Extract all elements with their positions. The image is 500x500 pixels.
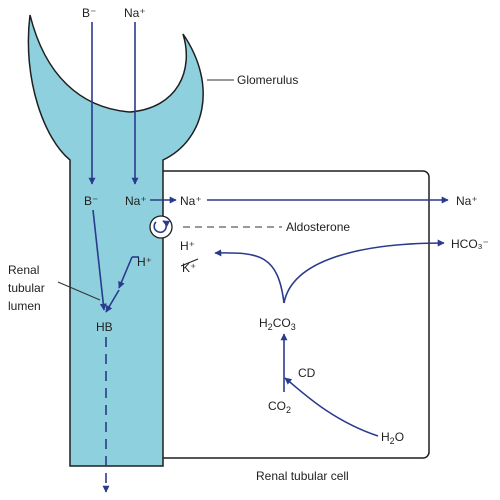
h2o-to-cd-arrow — [284, 377, 379, 437]
h-plus-to-hb-arrow — [105, 289, 120, 313]
h-plus-arrow-segment — [118, 256, 133, 289]
exchange-divider-line — [180, 258, 199, 267]
b-minus-top-label: B⁻ — [82, 6, 96, 20]
renal-tubular-cell-label: Renal tubular cell — [256, 469, 349, 483]
h2co3-label: H2CO3 — [259, 316, 296, 332]
h-plus-lumen-label: H⁺ — [137, 255, 152, 269]
na-plus-top-label: Na⁺ — [124, 6, 146, 20]
k-plus-label: K⁺ — [182, 261, 196, 275]
h-plus-cell-label: H⁺ — [180, 239, 195, 253]
renal-tubular-lumen-label-line2: tubular — [8, 281, 45, 295]
glomerulus-label: Glomerulus — [237, 73, 298, 87]
cd-label: CD — [298, 366, 316, 380]
na-plus-lumen-label: Na⁺ — [125, 194, 147, 208]
hb-label: HB — [96, 320, 113, 334]
b-minus-to-hb-arrow — [92, 209, 107, 311]
renal-tubular-lumen-label-line3: lumen — [8, 299, 41, 313]
renal-tubular-lumen-label-line1: Renal — [8, 263, 39, 277]
h2co3-to-h-plus-arrow — [214, 249, 285, 304]
renal-tubular-cell-box — [139, 170, 430, 459]
lumen-leader — [57, 281, 101, 301]
h2co3-to-hco3-arrow — [283, 239, 445, 304]
na-plus-cell-label: Na⁺ — [180, 194, 202, 208]
na-plus-out-label: Na⁺ — [456, 194, 478, 208]
b-minus-lumen-label: B⁻ — [84, 194, 98, 208]
h2o-label: H2O — [381, 430, 404, 446]
aldosterone-label: Aldosterone — [286, 220, 350, 234]
co2-label: CO2 — [268, 399, 291, 415]
circular-arrow-icon — [149, 215, 173, 239]
hco3-label: HCO₃⁻ — [451, 237, 489, 251]
